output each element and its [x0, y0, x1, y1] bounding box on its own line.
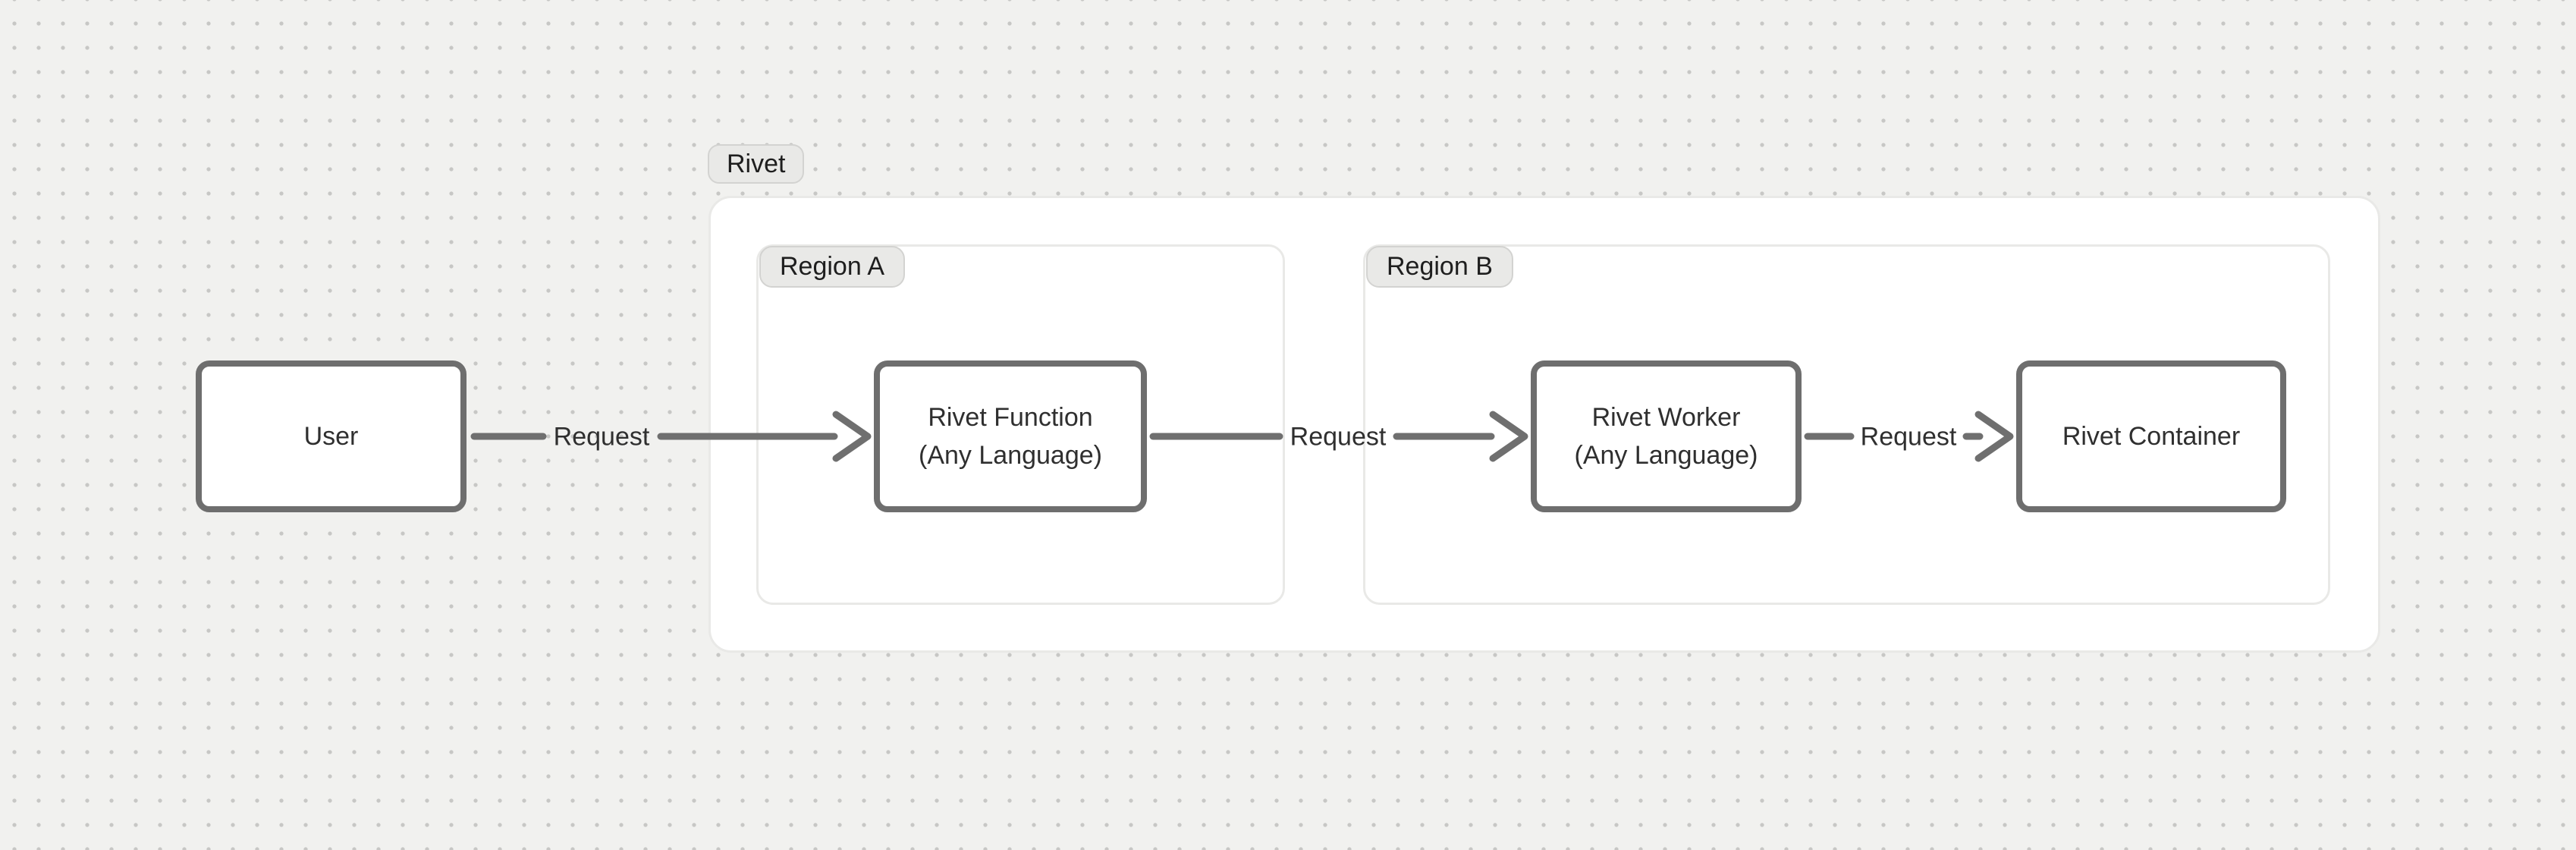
node-user: User	[196, 360, 467, 512]
edge-3-label: Request	[1860, 422, 1957, 452]
group-rivet-badge: Rivet	[708, 144, 805, 184]
group-rivet-label: Rivet	[727, 149, 786, 178]
group-region-b-label: Region B	[1387, 252, 1493, 281]
node-rivet-container-label: Rivet Container	[2062, 422, 2241, 451]
node-rivet-worker: Rivet Worker (Any Language)	[1531, 360, 1802, 512]
group-region-a-badge: Region A	[759, 246, 905, 288]
node-user-label: User	[303, 422, 359, 451]
node-rivet-function: Rivet Function (Any Language)	[874, 360, 1147, 512]
group-region-b-badge: Region B	[1366, 246, 1513, 288]
group-region-a-label: Region A	[780, 252, 884, 281]
node-rivet-function-label: Rivet Function	[928, 403, 1093, 432]
node-rivet-worker-sublabel: (Any Language)	[1574, 441, 1758, 470]
node-rivet-container: Rivet Container	[2016, 360, 2286, 512]
edge-1-label: Request	[553, 422, 650, 452]
node-rivet-worker-label: Rivet Worker	[1591, 403, 1741, 432]
edge-2-label: Request	[1290, 422, 1387, 452]
node-rivet-function-sublabel: (Any Language)	[919, 441, 1102, 470]
